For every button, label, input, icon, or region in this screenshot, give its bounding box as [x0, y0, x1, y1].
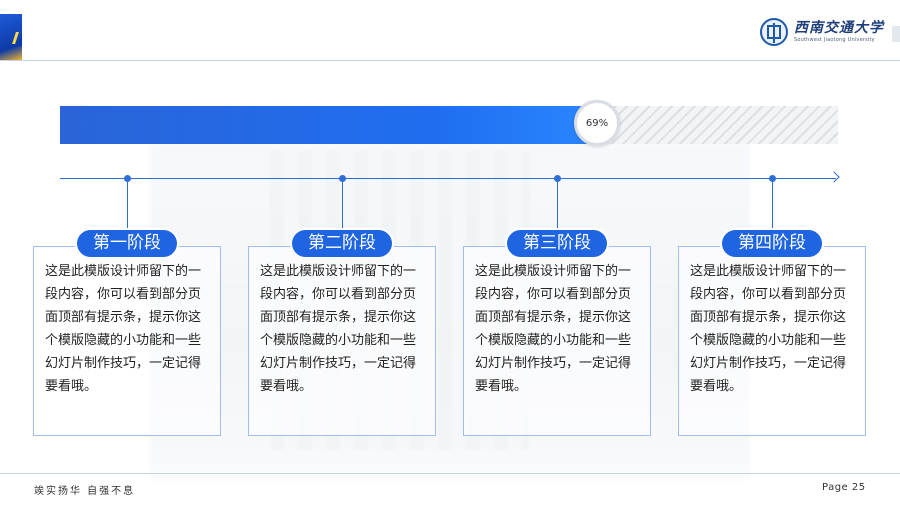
university-emblem-icon — [760, 18, 788, 46]
stage-title-pill: 第三阶段 — [507, 230, 607, 257]
stage-description: 这是此模版设计师留下的一段内容，你可以看到部分页面顶部有提示条，提示你这个模版隐… — [260, 264, 417, 394]
stage-title-pill: 第四阶段 — [722, 230, 822, 257]
progress-fill — [60, 106, 597, 144]
timeline-stem — [342, 179, 343, 234]
timeline-dot — [339, 175, 346, 182]
stage-description: 这是此模版设计师留下的一段内容，你可以看到部分页面顶部有提示条，提示你这个模版隐… — [45, 264, 202, 394]
header-accent-mark — [0, 14, 22, 60]
progress-bar: 69% — [60, 100, 838, 146]
timeline-stem — [127, 179, 128, 234]
university-logo: 西南交通大学 Southwest Jiaotong University — [760, 18, 884, 46]
stage-title-pill: 第一阶段 — [77, 230, 177, 257]
timeline-stem — [557, 179, 558, 234]
page-number: Page 25 — [822, 482, 866, 493]
stage-description: 这是此模版设计师留下的一段内容，你可以看到部分页面顶部有提示条，提示你这个模版隐… — [690, 264, 847, 394]
progress-percent-badge: 69% — [574, 100, 620, 146]
timeline-axis — [60, 178, 836, 179]
timeline-stem — [772, 179, 773, 234]
stage-card: 这是此模版设计师留下的一段内容，你可以看到部分页面顶部有提示条，提示你这个模版隐… — [678, 246, 866, 436]
stage-card: 这是此模版设计师留下的一段内容，你可以看到部分页面顶部有提示条，提示你这个模版隐… — [33, 246, 221, 436]
footer-divider — [0, 473, 900, 474]
timeline-dot — [554, 175, 561, 182]
footer-motto: 竢实扬华 自强不息 — [34, 486, 136, 497]
stage-description: 这是此模版设计师留下的一段内容，你可以看到部分页面顶部有提示条，提示你这个模版隐… — [475, 264, 632, 394]
logo-english-name: Southwest Jiaotong University — [794, 37, 875, 43]
stage-card: 这是此模版设计师留下的一段内容，你可以看到部分页面顶部有提示条，提示你这个模版隐… — [463, 246, 651, 436]
timeline-arrow-icon — [828, 171, 840, 183]
stage-title-pill: 第二阶段 — [292, 230, 392, 257]
logo-chinese-name: 西南交通大学 — [794, 20, 884, 36]
background-campus-photo — [150, 140, 750, 480]
header-divider — [0, 60, 900, 61]
timeline-dot — [124, 175, 131, 182]
stage-card: 这是此模版设计师留下的一段内容，你可以看到部分页面顶部有提示条，提示你这个模版隐… — [248, 246, 436, 436]
logo-text: 西南交通大学 Southwest Jiaotong University — [794, 21, 884, 43]
header-right-tab — [892, 26, 900, 42]
timeline-dot — [769, 175, 776, 182]
